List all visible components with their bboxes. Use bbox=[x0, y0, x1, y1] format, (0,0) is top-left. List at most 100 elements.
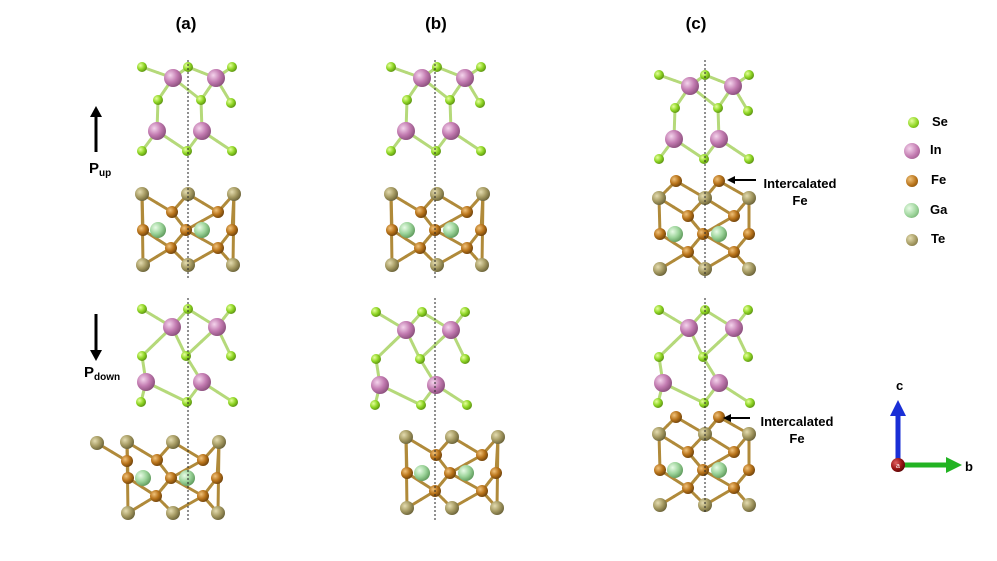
panel-c-down-in2se3-se-atom bbox=[743, 352, 753, 362]
panel-a-up-fe3gate2-fe-atom bbox=[212, 242, 224, 254]
panel-b-down-fe3gate2-fe-atom bbox=[444, 467, 456, 479]
panel-a-down-fe3gate2-te-atom bbox=[212, 435, 226, 449]
panel-c-down-in2se3-in-atom bbox=[710, 374, 728, 392]
se-atom-icon bbox=[908, 117, 919, 128]
panel-c-down-in2se3-in-atom bbox=[654, 374, 672, 392]
panel-a-up-in2se3-se-atom bbox=[137, 146, 147, 156]
panel-c-down-fe3gate2-intercalated-fe-atom bbox=[654, 464, 666, 476]
panel-c-down-fe3gate2-intercalated-ga-atom bbox=[711, 462, 727, 478]
panel-c-up-in2se3-in-atom bbox=[681, 77, 699, 95]
intercalated-arrow-bottom-icon bbox=[723, 414, 750, 422]
panel-c-down-fe3gate2-intercalated-fe-atom bbox=[713, 411, 725, 423]
panel-c-up-fe3gate2-intercalated-fe-atom bbox=[743, 228, 755, 240]
panel-c-down-fe3gate2-intercalated-fe-atom bbox=[728, 446, 740, 458]
panel-a-up-fe3gate2-te-atom bbox=[136, 258, 150, 272]
panel-b-up-in2se3-in-atom bbox=[442, 122, 460, 140]
panel-b-up-fe3gate2-te-atom bbox=[430, 258, 444, 272]
panel-a-edge-fe-atom bbox=[121, 455, 133, 467]
panel-b-down-in2se3-in-atom bbox=[442, 321, 460, 339]
panel-b-up-fe3gate2-fe-atom bbox=[429, 224, 441, 236]
panel-a-down-fe3gate2-fe-atom bbox=[122, 472, 134, 484]
panel-c-down-in2se3-se-atom bbox=[654, 352, 664, 362]
panel-b-down-fe3gate2-ga-atom bbox=[414, 465, 430, 481]
panel-b-up-in2se3-se-atom bbox=[386, 146, 396, 156]
panel-a-up-fe3gate2-te-atom bbox=[227, 187, 241, 201]
ga-atom-icon bbox=[904, 203, 919, 218]
panel-a-up-fe3gate2-ga-atom bbox=[194, 222, 210, 238]
panel-b-up-fe3gate2-te-atom bbox=[475, 258, 489, 272]
panel-a-down-in2se3-se-atom bbox=[137, 351, 147, 361]
panel-b-down-in2se3-se-atom bbox=[460, 307, 470, 317]
panel-b-up-in2se3-se-atom bbox=[386, 62, 396, 72]
panel-b-down-fe3gate2-fe-atom bbox=[401, 467, 413, 479]
te-atom-icon bbox=[906, 234, 918, 246]
panel-c-up-in2se3-se-atom bbox=[700, 70, 710, 80]
panel-c-down-in2se3-se-atom bbox=[699, 398, 709, 408]
panel-b-up-fe3gate2-te-atom bbox=[430, 187, 444, 201]
panel-a-up-fe3gate2-fe-atom bbox=[212, 206, 224, 218]
panel-c-down-in2se3-in-atom bbox=[725, 319, 743, 337]
panel-a-down-fe3gate2-fe-atom bbox=[150, 490, 162, 502]
panel-c-up-fe3gate2-intercalated-fe-atom bbox=[682, 210, 694, 222]
panel-a-up-in2se3-se-atom bbox=[182, 146, 192, 156]
panel-a-up-in2se3-se-atom bbox=[183, 62, 193, 72]
panel-a-down-in2se3-se-atom bbox=[137, 304, 147, 314]
panel-b-up-in2se3-se-atom bbox=[402, 95, 412, 105]
panel-b-down-in2se3-in-atom bbox=[371, 376, 389, 394]
panel-c-down-in2se3-se-atom bbox=[698, 352, 708, 362]
panel-c-down-fe3gate2-intercalated-te-atom bbox=[653, 498, 667, 512]
panel-b-down-in2se3-se-atom bbox=[462, 400, 472, 410]
panel-b-down-in2se3-se-atom bbox=[417, 307, 427, 317]
panel-b-up-in2se3-in-atom bbox=[456, 69, 474, 87]
panel-c-up-in2se3-in-atom bbox=[724, 77, 742, 95]
panel-b-up-fe3gate2-fe-atom bbox=[415, 206, 427, 218]
panel-a-up-fe3gate2-te-atom bbox=[226, 258, 240, 272]
panel-a-up-in2se3-in-atom bbox=[193, 122, 211, 140]
panel-a-up-in2se3-se-atom bbox=[226, 98, 236, 108]
panel-b-down-in2se3-se-atom bbox=[371, 307, 381, 317]
panel-b-down-fe3gate2-fe-atom bbox=[490, 467, 502, 479]
panel-a-down-fe3gate2-te-atom bbox=[120, 435, 134, 449]
panel-b-down-fe3gate2-te-atom bbox=[399, 430, 413, 444]
panel-b-up-in2se3-in-atom bbox=[397, 122, 415, 140]
panel-b-up-fe3gate2-te-atom bbox=[384, 187, 398, 201]
panel-c-up-fe3gate2-intercalated-ga-atom bbox=[667, 226, 683, 242]
panel-a-down-fe3gate2-ga-atom bbox=[179, 470, 195, 486]
panel-a-down-in2se3-in-atom bbox=[193, 373, 211, 391]
intercalated-arrow-top-icon bbox=[727, 176, 756, 184]
panel-a-up-in2se3-se-atom bbox=[227, 62, 237, 72]
panel-b-up-fe3gate2-fe-atom bbox=[461, 242, 473, 254]
panel-b-up-in2se3-se-atom bbox=[476, 146, 486, 156]
panel-a-down-in2se3-se-atom bbox=[226, 351, 236, 361]
panel-b-down-in2se3-se-atom bbox=[371, 354, 381, 364]
panel-c-down-fe3gate2-intercalated-fe-atom bbox=[682, 446, 694, 458]
panel-a-down-in2se3-se-atom bbox=[136, 397, 146, 407]
panel-b-down-in2se3-in-atom bbox=[397, 321, 415, 339]
panel-a-up-in2se3-se-atom bbox=[137, 62, 147, 72]
panel-c-down-fe3gate2-intercalated-te-atom bbox=[742, 427, 756, 441]
panel-b-up-in2se3-se-atom bbox=[475, 98, 485, 108]
panel-c-up-in2se3-se-atom bbox=[744, 154, 754, 164]
panel-c-down-in2se3-in-atom bbox=[680, 319, 698, 337]
panel-c-up-in2se3-se-atom bbox=[654, 154, 664, 164]
panel-c-up-fe3gate2-intercalated-te-atom bbox=[742, 191, 756, 205]
panel-c-up-in2se3-se-atom bbox=[743, 106, 753, 116]
panel-c-up-in2se3-se-atom bbox=[699, 154, 709, 164]
panel-b-down-in2se3-se-atom bbox=[370, 400, 380, 410]
panel-label-a: (a) bbox=[175, 14, 197, 33]
panel-c-down-fe3gate2-intercalated-te-atom bbox=[698, 498, 712, 512]
panel-b-up-fe3gate2-ga-atom bbox=[399, 222, 415, 238]
panel-b-down-fe3gate2-te-atom bbox=[445, 501, 459, 515]
panel-b-up-fe3gate2-fe-atom bbox=[414, 242, 426, 254]
panel-a-up-fe3gate2-te-atom bbox=[135, 187, 149, 201]
fe-atom-icon bbox=[906, 175, 918, 187]
panel-a-down-fe3gate2-te-atom bbox=[121, 506, 135, 520]
axis-c-label: c bbox=[896, 378, 904, 393]
panel-b-up-in2se3-se-atom bbox=[431, 146, 441, 156]
axis-b-label: b bbox=[965, 459, 973, 474]
p-down-arrow-icon bbox=[90, 314, 102, 361]
in-atom-icon bbox=[904, 143, 920, 159]
panel-b-down-fe3gate2-te-atom bbox=[400, 501, 414, 515]
panel-b-up-fe3gate2-fe-atom bbox=[386, 224, 398, 236]
panel-b-up-fe3gate2-fe-atom bbox=[475, 224, 487, 236]
